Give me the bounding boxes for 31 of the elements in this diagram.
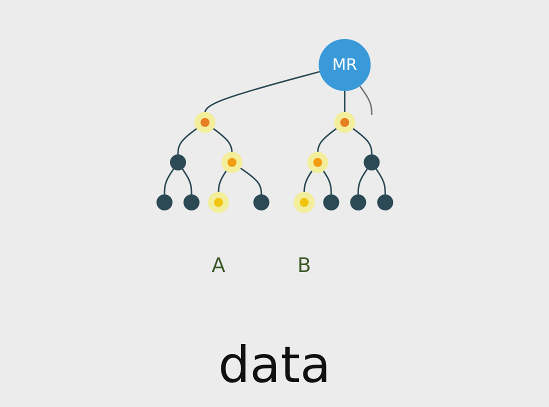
node-circle: [363, 154, 380, 170]
node-label: A: [211, 252, 225, 277]
node-circle: [350, 194, 366, 210]
connector: [320, 168, 332, 195]
node-circle: [322, 194, 339, 210]
connector: [344, 90, 346, 115]
node-circle: [376, 194, 393, 210]
node-circle: MR: [318, 39, 370, 91]
node-circle: [221, 152, 242, 173]
node-circle: [293, 192, 314, 213]
node-circle: [156, 194, 172, 210]
node-circle: [194, 112, 216, 133]
node-circle: [334, 112, 355, 133]
connector: [303, 168, 314, 195]
connector: [204, 70, 320, 115]
node-circle: [208, 192, 229, 213]
connector: [176, 126, 200, 155]
connector: [358, 84, 372, 115]
node-circle: [170, 154, 186, 170]
caption-text: data: [218, 335, 331, 395]
node-circle: [183, 194, 200, 210]
connector: [374, 168, 386, 195]
connector: [181, 168, 192, 195]
connector: [217, 168, 228, 195]
node-circle: [253, 194, 269, 210]
node-label: B: [296, 252, 311, 277]
connector: [163, 168, 174, 195]
connector: [357, 168, 368, 195]
node-circle: [306, 152, 328, 173]
connector: [210, 126, 232, 155]
connector: [316, 126, 339, 155]
